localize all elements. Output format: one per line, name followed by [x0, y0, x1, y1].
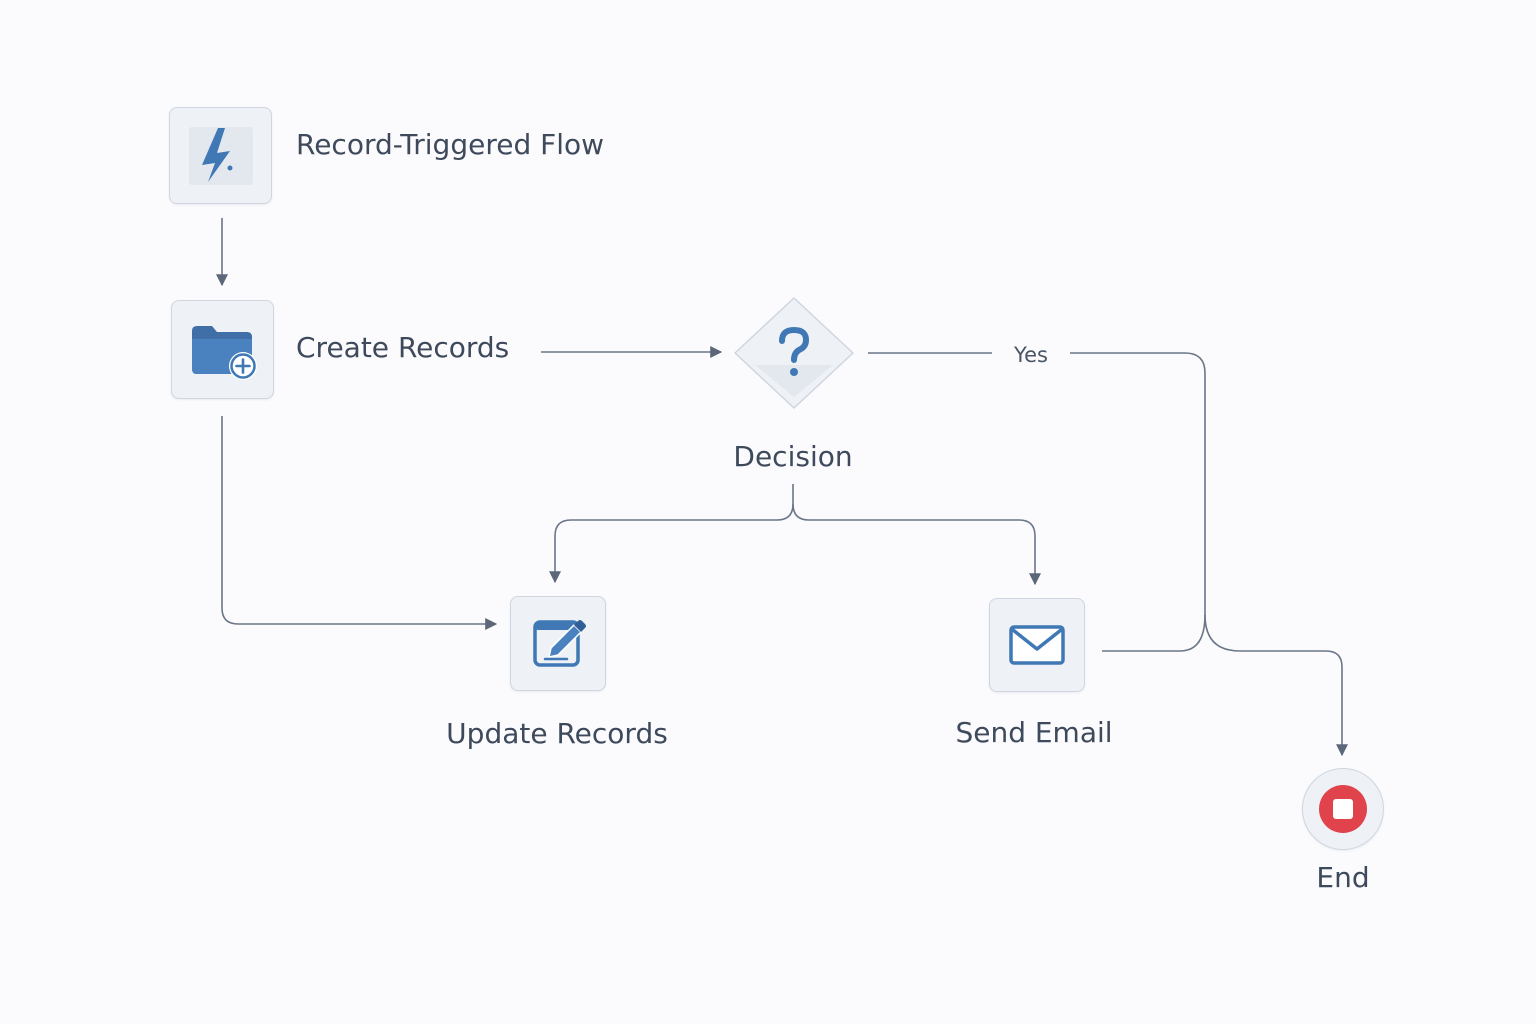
- update-records-node[interactable]: [510, 596, 606, 691]
- decision-node-label: Decision: [733, 440, 853, 473]
- yes-branch-label: Yes: [1014, 343, 1048, 367]
- send-email-node-label: Send Email: [955, 716, 1113, 749]
- create-records-node[interactable]: [171, 300, 274, 399]
- decision-node[interactable]: [729, 293, 859, 413]
- connector-decision-to-email: [792, 503, 1041, 586]
- connector-create-to-update: [221, 416, 498, 630]
- update-records-node-label: Update Records: [446, 717, 668, 750]
- folder-plus-icon: [192, 326, 257, 380]
- connector-email-to-merge: [1102, 614, 1206, 652]
- connector-decision-to-update: [549, 484, 794, 584]
- create-records-node-label: Create Records: [296, 331, 510, 364]
- send-email-node[interactable]: [989, 598, 1085, 692]
- question-mark-icon: [779, 326, 810, 376]
- envelope-icon: [1009, 625, 1065, 665]
- trigger-node[interactable]: [169, 107, 272, 204]
- lightning-bolt-icon: [189, 127, 253, 185]
- connector-merge-to-end: [1204, 614, 1348, 757]
- end-node-label: End: [1316, 861, 1370, 894]
- end-node[interactable]: [1302, 768, 1384, 850]
- edit-note-icon: [533, 620, 586, 667]
- connector-decision-yes-right: [1070, 352, 1206, 615]
- stop-icon: [1319, 785, 1367, 833]
- trigger-node-label: Record-Triggered Flow: [296, 128, 605, 161]
